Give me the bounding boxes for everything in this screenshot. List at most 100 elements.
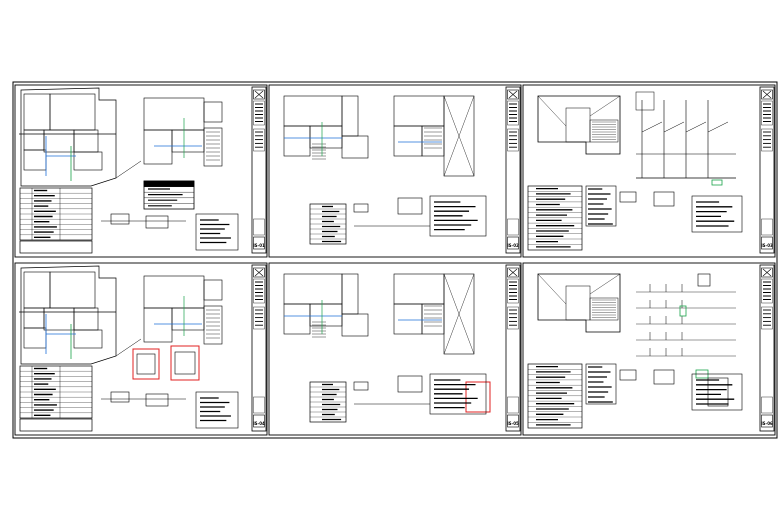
plan-wall — [203, 127, 223, 167]
plan-wall — [136, 353, 156, 375]
legend-table — [527, 363, 583, 429]
riser-branch — [663, 121, 685, 133]
drawing-set-border — [12, 81, 778, 439]
title-block — [759, 264, 775, 432]
title-block-field — [507, 100, 519, 126]
title-block-field — [253, 128, 265, 152]
sheet-5: IS-05 — [268, 262, 522, 436]
notes-box — [429, 373, 487, 415]
floor-plan-outline — [20, 265, 117, 365]
notes-box — [691, 195, 743, 233]
valve-symbol — [679, 305, 687, 317]
roof-slope — [589, 95, 621, 117]
sheet-frame — [268, 262, 522, 436]
roof-slope — [537, 273, 567, 305]
title-block-field — [253, 278, 265, 304]
title-block-field — [507, 396, 519, 414]
roof-slope — [443, 273, 475, 355]
plan-wall — [73, 151, 103, 171]
title-block-field — [253, 306, 265, 330]
title-block — [759, 86, 775, 254]
legend-table — [19, 418, 93, 432]
title-block-field — [761, 278, 773, 304]
floor-plan-outline — [20, 87, 117, 187]
plan-wall — [73, 329, 103, 349]
logo-mark — [761, 267, 773, 278]
title-block — [505, 86, 521, 254]
sheet-number: IS-01 — [253, 243, 265, 248]
roof-slope — [537, 95, 567, 127]
schedule-header — [143, 180, 195, 187]
plan-line — [115, 338, 142, 357]
sheet-number-box — [507, 414, 519, 428]
notes-box — [195, 213, 239, 251]
title-block-field — [507, 306, 519, 330]
sheet-6: IS-06 — [522, 262, 776, 436]
title-block-field — [761, 306, 773, 330]
title-block-field — [507, 128, 519, 152]
sheet-frame — [522, 84, 776, 258]
title-block-field — [507, 218, 519, 236]
plan-wall — [174, 351, 196, 375]
detail-highlight-red — [465, 381, 491, 413]
plan-line — [115, 160, 142, 179]
logo-mark — [762, 268, 772, 277]
section-detail — [110, 213, 130, 225]
detail-highlight-red — [170, 345, 200, 381]
sheet-1: IS-01 — [14, 84, 268, 258]
title-block-field — [507, 278, 519, 304]
notes-box — [195, 391, 239, 429]
plan-wall — [589, 119, 619, 143]
sheet-frame — [522, 262, 776, 436]
title-block-field — [253, 100, 265, 126]
section-detail — [353, 381, 369, 391]
sheet-number: IS-05 — [507, 421, 519, 426]
logo-mark — [508, 268, 518, 277]
logo-mark — [507, 267, 519, 278]
legend-table — [19, 240, 93, 254]
plan-wall — [341, 313, 369, 337]
section-detail — [653, 191, 675, 207]
sheet-frame — [14, 262, 268, 436]
plan-wall — [443, 273, 475, 355]
section-detail — [353, 203, 369, 213]
plan-wall — [203, 101, 223, 123]
legend-table — [527, 185, 583, 251]
title-block-field — [761, 100, 773, 126]
title-block — [251, 264, 267, 432]
section-detail — [653, 369, 675, 385]
section-detail — [397, 197, 423, 215]
roof-slope — [443, 95, 475, 177]
notes-box — [429, 195, 487, 237]
logo-mark — [508, 90, 518, 99]
sheet-2: IS-02 — [268, 84, 522, 258]
sheet-frame — [268, 84, 522, 258]
sheet-number-box — [507, 236, 519, 250]
title-block-field — [761, 128, 773, 152]
sheet-number-box — [253, 414, 265, 428]
riser-branch — [641, 121, 663, 133]
section-detail — [145, 393, 169, 407]
legend-table — [585, 363, 617, 405]
plan-wall — [589, 297, 619, 321]
sheet-number: IS-04 — [253, 421, 265, 426]
notes-box — [691, 373, 743, 411]
tank-symbol — [697, 273, 711, 287]
meter-box — [711, 179, 723, 186]
title-block-field — [761, 218, 773, 236]
sheet-number-box — [761, 414, 773, 428]
title-block-field — [253, 218, 265, 236]
title-block — [505, 264, 521, 432]
sheet-frame — [14, 84, 268, 258]
section-detail — [145, 215, 169, 229]
section-detail — [110, 391, 130, 403]
detail-highlight-red — [132, 348, 160, 380]
logo-mark — [762, 90, 772, 99]
legend-table — [585, 185, 617, 227]
roof-slope — [589, 273, 621, 295]
sheet-number: IS-03 — [761, 243, 773, 248]
title-block-field — [253, 396, 265, 414]
